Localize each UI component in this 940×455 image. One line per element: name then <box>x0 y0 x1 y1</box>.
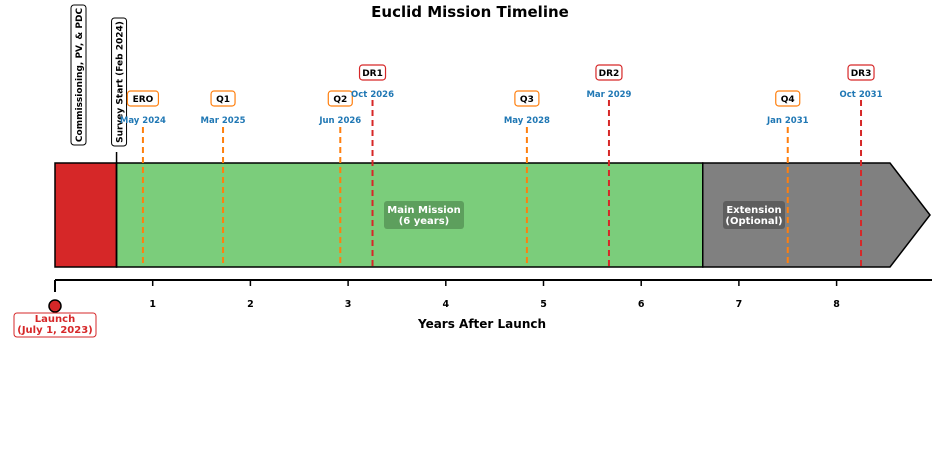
commissioning-label: Commissioning, PV, & PDC <box>70 4 87 146</box>
quick-release-date-q1: Mar 2025 <box>201 116 246 126</box>
quick-release-date-q4: Jan 2031 <box>766 116 809 126</box>
phase-bar-commissioning-pv-pdc <box>54 162 118 268</box>
x-tick-label-7: 7 <box>736 299 743 310</box>
launch-label-line2: (July 1, 2023) <box>17 325 92 336</box>
x-tick-label-6: 6 <box>638 299 645 310</box>
survey-start-label: Survey Start (Feb 2024) <box>111 17 128 147</box>
quick-release-name-q3: Q3 <box>520 95 534 105</box>
quick-release-box-q2 <box>327 90 353 107</box>
quick-release-box-q4 <box>775 90 801 107</box>
x-tick-label-4: 4 <box>442 299 449 310</box>
x-tick-label-5: 5 <box>540 299 547 310</box>
launch-marker <box>48 299 62 313</box>
release-markers: Survey Start (Feb 2024) Commissioning, PV… <box>70 4 883 267</box>
x-axis-label: Years After Launch <box>417 317 546 331</box>
phase-label-line1: Main Mission <box>387 205 460 216</box>
quick-release-box-q3 <box>514 90 540 107</box>
quick-release-date-ero: May 2024 <box>120 116 166 126</box>
quick-release-name-q2: Q2 <box>333 95 347 105</box>
launch-label-line1: Launch <box>35 314 75 325</box>
phase-label-line1: Extension <box>726 205 781 216</box>
survey-start-label-text: Survey Start (Feb 2024) <box>116 21 126 143</box>
data-release-box-dr2 <box>595 64 623 81</box>
quick-release-box-q1 <box>210 90 236 107</box>
phase-label-box <box>384 201 464 229</box>
launch-label-box <box>13 312 97 338</box>
chart-title: Euclid Mission Timeline <box>371 3 569 21</box>
phase-label-line2: (6 years) <box>399 216 450 227</box>
survey-start-label-box <box>111 17 128 147</box>
x-tick-label-1: 1 <box>149 299 156 310</box>
data-release-name-dr3: DR3 <box>851 69 872 79</box>
data-release-box-dr1 <box>358 64 387 81</box>
commissioning-label-text: Commissioning, PV, & PDC <box>75 8 85 143</box>
quick-release-name-q1: Q1 <box>216 95 230 105</box>
quick-release-box-ero <box>126 90 160 107</box>
phase-bar-extension <box>702 162 931 268</box>
quick-release-name-q4: Q4 <box>781 95 795 105</box>
data-release-date-dr2: Mar 2029 <box>586 90 631 100</box>
data-release-date-dr1: Oct 2026 <box>351 90 394 100</box>
quick-release-date-q2: Jun 2026 <box>318 116 361 126</box>
data-release-name-dr1: DR1 <box>362 69 383 79</box>
quick-release-date-q3: May 2028 <box>504 116 550 126</box>
quick-release-name-ero: ERO <box>133 95 154 105</box>
commissioning-label-box <box>70 4 87 146</box>
phase-label-box <box>723 201 785 229</box>
x-tick-label-3: 3 <box>345 299 352 310</box>
phase-bars: Main Mission(6 years) Extension(Optional) <box>54 162 931 268</box>
data-release-box-dr3 <box>847 64 875 81</box>
x-tick-label-8: 8 <box>833 299 840 310</box>
data-release-date-dr3: Oct 2031 <box>840 90 883 100</box>
data-release-name-dr2: DR2 <box>599 69 620 79</box>
phase-label-line2: (Optional) <box>725 216 782 227</box>
x-tick-label-2: 2 <box>247 299 254 310</box>
